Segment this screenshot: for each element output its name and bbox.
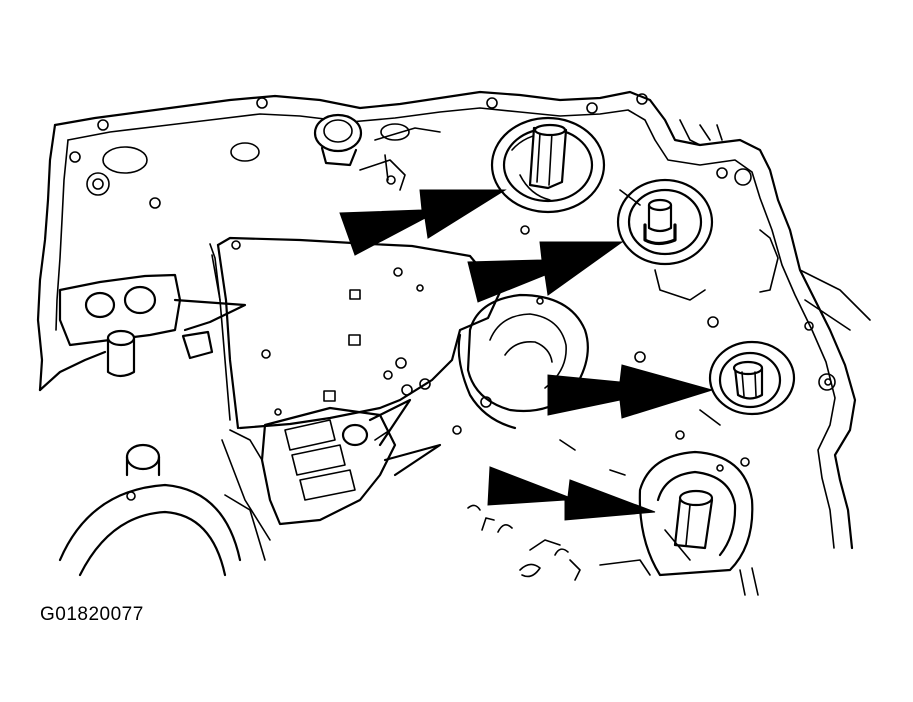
valve-body-illustration — [36, 90, 871, 596]
top-left-features — [58, 113, 441, 577]
pointer-arrow-4 — [487, 466, 656, 521]
accumulator-bore-2 — [616, 178, 714, 301]
figure-code-label: G01820077 — [40, 604, 144, 625]
accumulator-bore-4 — [599, 450, 759, 596]
solenoid-connector — [221, 398, 442, 561]
separator-plate — [209, 154, 564, 435]
accumulator-bore-3 — [634, 340, 796, 472]
pointer-arrow-2 — [467, 241, 624, 303]
pointer-arrow-1 — [339, 189, 507, 256]
middle-bore — [457, 293, 589, 430]
pointer-arrow-3 — [547, 364, 714, 419]
bottom-details — [467, 439, 626, 581]
accumulator-bore-1 — [490, 116, 606, 214]
housing-outline — [36, 90, 871, 550]
